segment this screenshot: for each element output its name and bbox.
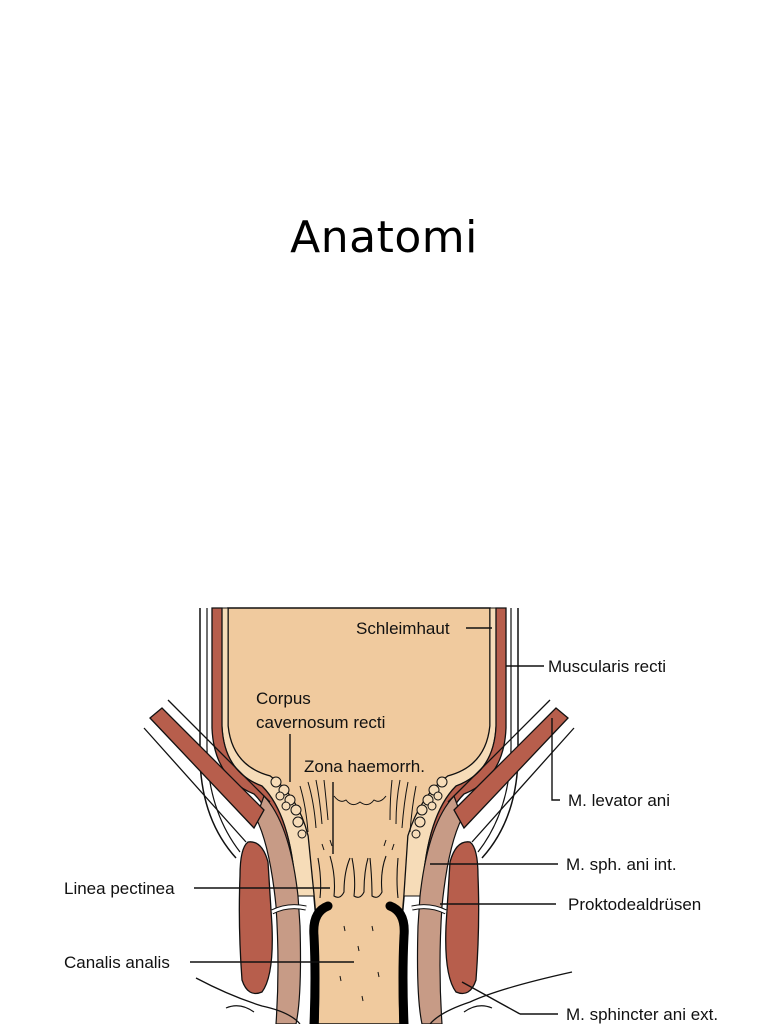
corpus-cavernosum-left (270, 776, 307, 839)
label-corpus-line2: cavernosum recti (256, 713, 385, 732)
levator-ani-right-fascia (471, 727, 575, 843)
proktodeal-gland-right-inner (411, 905, 447, 914)
levator-ani-left (149, 707, 265, 830)
zona-haemorrhoidalis-folds (299, 779, 417, 833)
levator-ani-right (453, 707, 569, 830)
label-sphincter-ani-ext: M. sphincter ani ext. (566, 1005, 718, 1024)
anal-canal-anatomy-diagram: Schleimhaut Muscularis recti Corpus cave… (0, 596, 768, 1024)
leader-lines (190, 627, 560, 1015)
anoderm-left (309, 901, 333, 1024)
label-sph-ani-int: M. sph. ani int. (566, 855, 677, 874)
fascia-left-outer (206, 608, 241, 853)
label-linea-pectinea: Linea pectinea (64, 879, 175, 898)
proktodeal-gland-left-inner (271, 905, 307, 914)
rectal-columns (317, 855, 399, 899)
label-levator-ani: M. levator ani (568, 791, 670, 810)
perianal-skin-left (195, 977, 301, 1024)
sphincter-ext-left (238, 841, 273, 995)
levator-ani-left-fascia2 (167, 699, 271, 803)
perianal-skin-right2 (463, 1005, 493, 1013)
label-canalis-analis: Canalis analis (64, 953, 170, 972)
fascia-right-outer (477, 608, 512, 853)
anoderm-right (385, 901, 409, 1024)
label-proktodealdruesen: Proktodealdrüsen (568, 895, 701, 914)
label-muscularis-recti: Muscularis recti (548, 657, 666, 676)
label-corpus-line1: Corpus (256, 689, 311, 708)
perianal-skin-right (429, 971, 573, 1024)
perianal-skin-left2 (225, 1005, 255, 1013)
label-zona-haemorrh: Zona haemorrh. (304, 757, 425, 776)
mucosa-dots (321, 839, 395, 1002)
levator-ani-left-fascia (143, 727, 247, 843)
slide-title: Anatomi (290, 212, 478, 263)
levator-ani-right-fascia2 (447, 699, 551, 803)
corpus-cavernosum-right (411, 776, 448, 839)
sphincter-ext-right (445, 841, 480, 995)
label-schleimhaut: Schleimhaut (356, 619, 450, 638)
